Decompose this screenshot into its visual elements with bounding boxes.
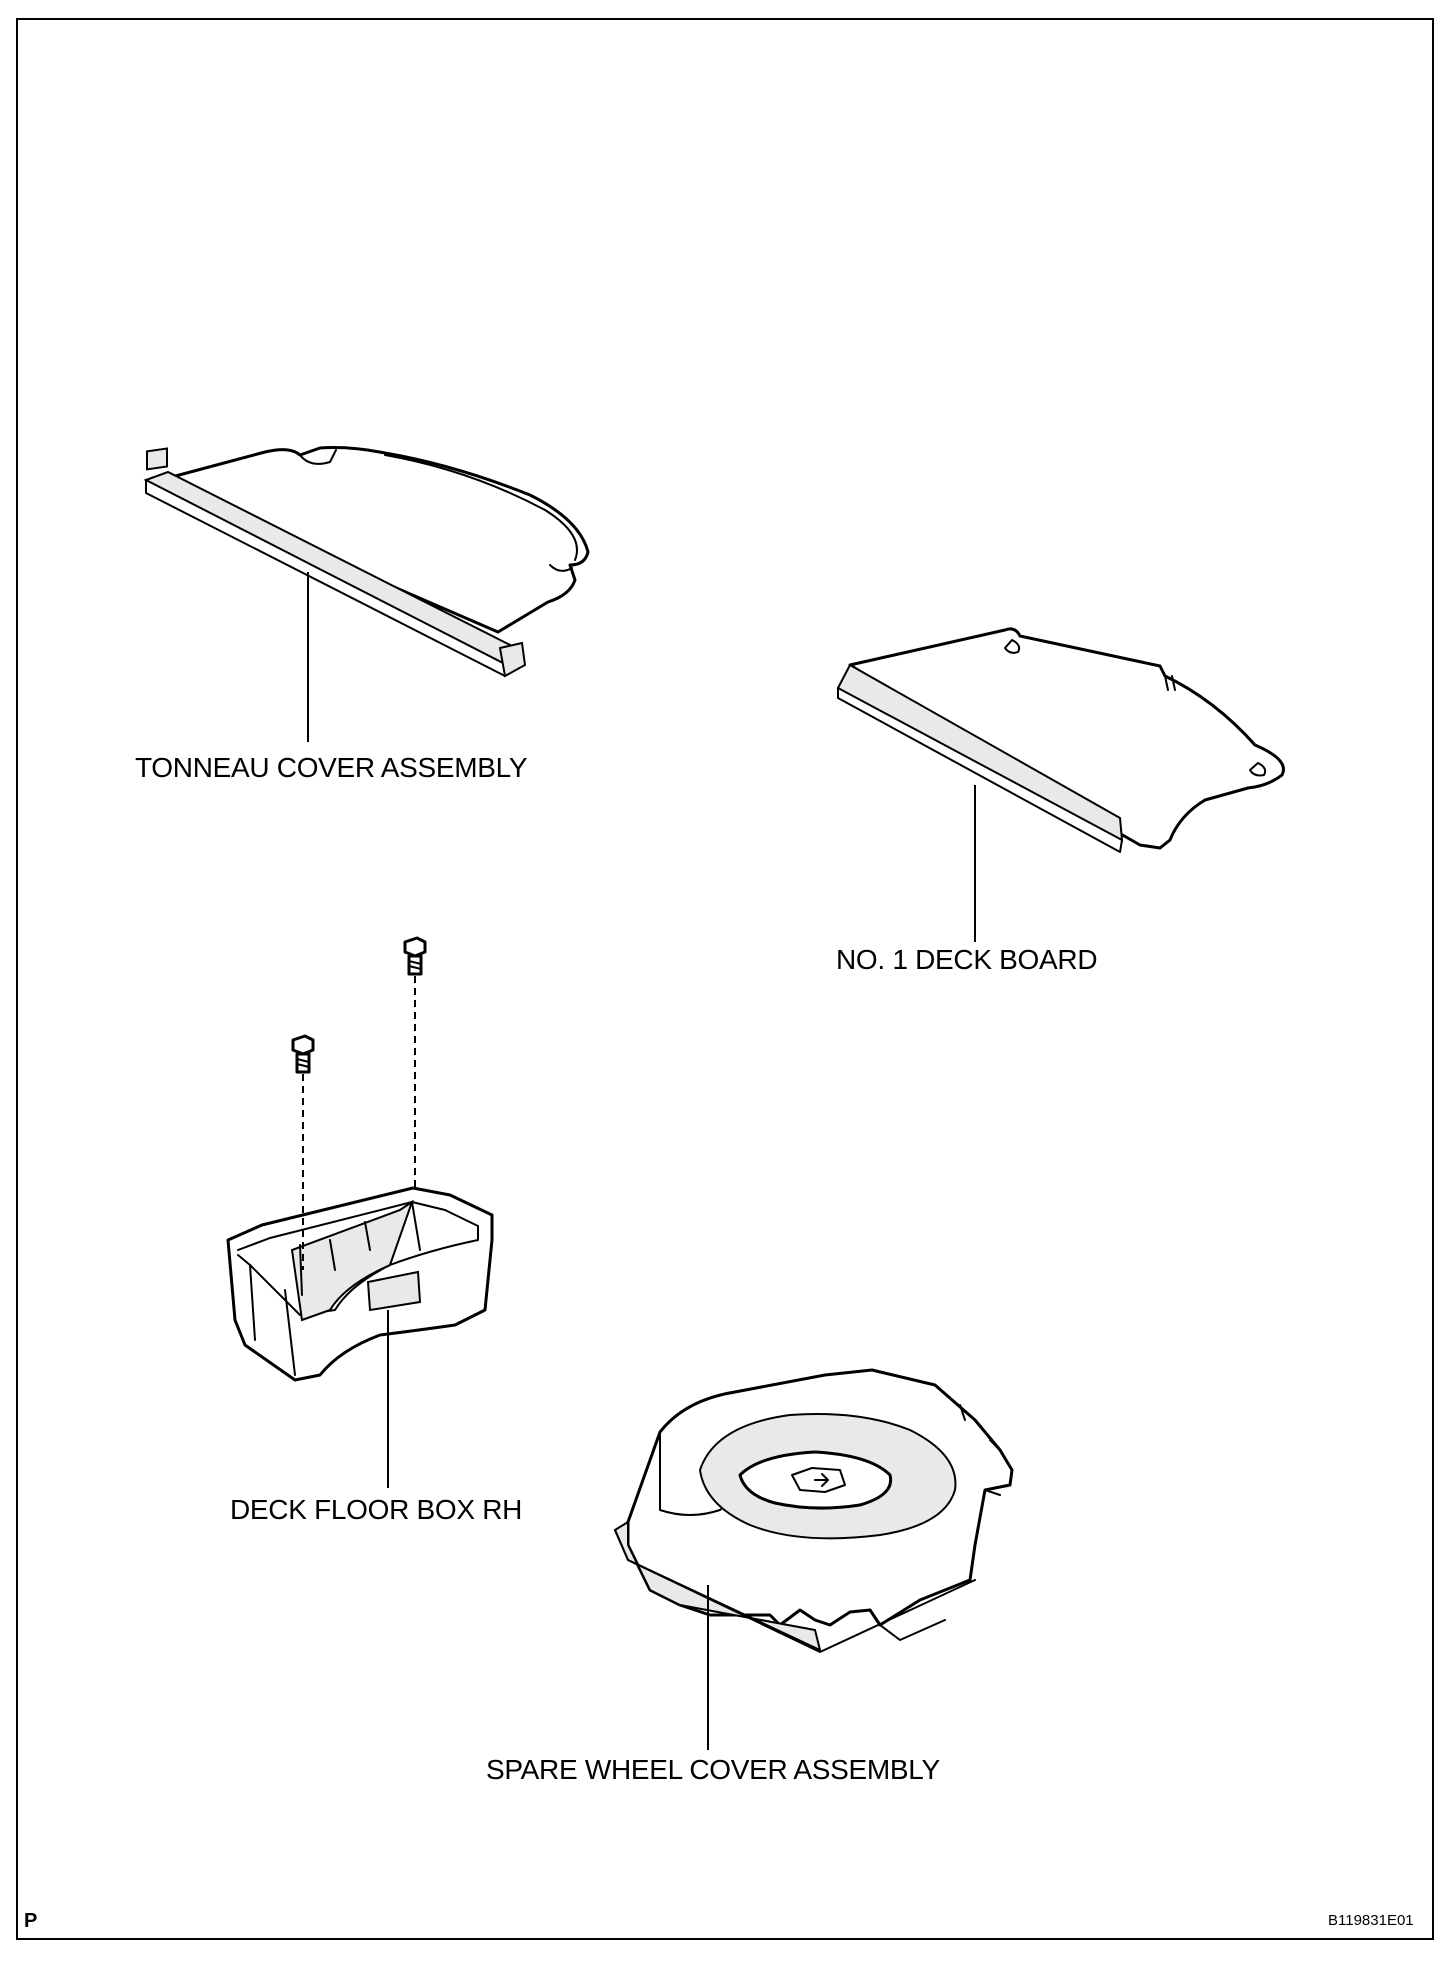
tonneau-cover-drawing <box>143 446 590 678</box>
spare-wheel-cover-drawing <box>613 1368 1014 1653</box>
figure-code: B119831E01 <box>1328 1912 1414 1929</box>
bolt-right-drawing <box>403 936 427 976</box>
label-deck-floor-box-rh: DECK FLOOR BOX RH <box>230 1494 523 1525</box>
page-letter: P <box>24 1910 38 1932</box>
deck-board-drawing <box>836 627 1285 853</box>
floor-box-drawing <box>226 1186 494 1382</box>
label-tonneau-cover-assembly: TONNEAU COVER ASSEMBLY <box>135 752 528 783</box>
label-spare-wheel-cover-assembly: SPARE WHEEL COVER ASSEMBLY <box>486 1754 940 1785</box>
diagram-frame <box>16 18 1434 1940</box>
label-no-1-deck-board: NO. 1 DECK BOARD <box>836 944 1098 975</box>
bolt-left-drawing <box>291 1034 315 1074</box>
